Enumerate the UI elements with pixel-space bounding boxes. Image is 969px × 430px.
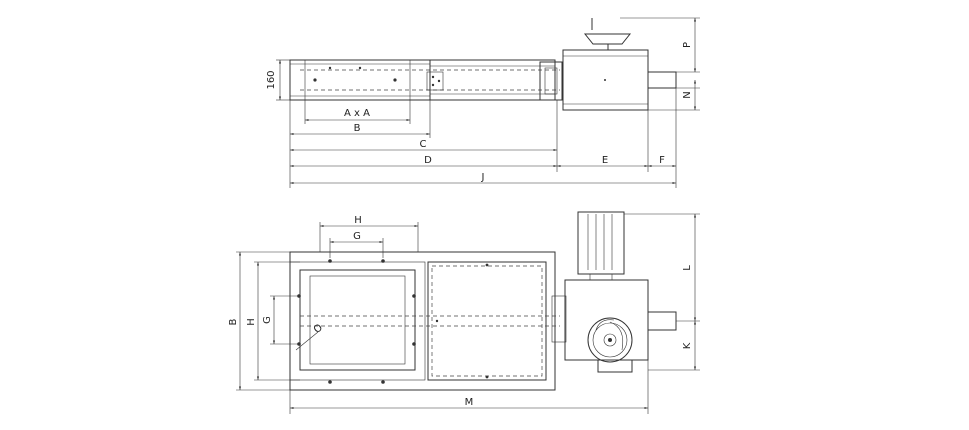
dim-p-label: P	[682, 42, 693, 48]
gate-guide	[429, 59, 556, 101]
handwheel-profile	[583, 33, 632, 45]
dim-axa-label: A x A	[344, 108, 370, 119]
dim-h-top-label: H	[354, 215, 362, 226]
dim-g-top-label: G	[353, 231, 361, 242]
dim-b-top-label: B	[354, 123, 361, 134]
dim-d-label: D	[424, 155, 432, 166]
valve-opening	[299, 269, 416, 371]
dim-f-label: F	[659, 155, 665, 166]
dim-160-label: 160	[266, 70, 277, 89]
dim-j-label: J	[481, 172, 485, 183]
dim-m-label: M	[465, 397, 474, 408]
motor	[577, 211, 625, 275]
dim-n-label: N	[682, 91, 693, 98]
drive-shaft	[647, 71, 677, 89]
dim-b-left-label: B	[228, 318, 239, 325]
guide-housing-plan	[427, 261, 547, 381]
side-view: 160 A x A B C D E F J P N	[266, 17, 700, 188]
valve-plan-body	[289, 251, 556, 391]
valve-body	[289, 59, 431, 101]
plan-view: H G B H G O M L K	[228, 211, 700, 414]
dim-o-label: O	[312, 322, 325, 336]
coupling	[539, 61, 563, 101]
handwheel	[587, 317, 633, 363]
dim-h-left-label: H	[246, 318, 257, 326]
dim-g-left-label: G	[262, 316, 273, 324]
dim-l-label: L	[682, 265, 693, 271]
drive-shaft-plan	[647, 311, 677, 331]
dim-c-label: C	[420, 139, 427, 150]
dim-e-label: E	[602, 155, 608, 166]
dim-k-label: K	[682, 342, 693, 349]
